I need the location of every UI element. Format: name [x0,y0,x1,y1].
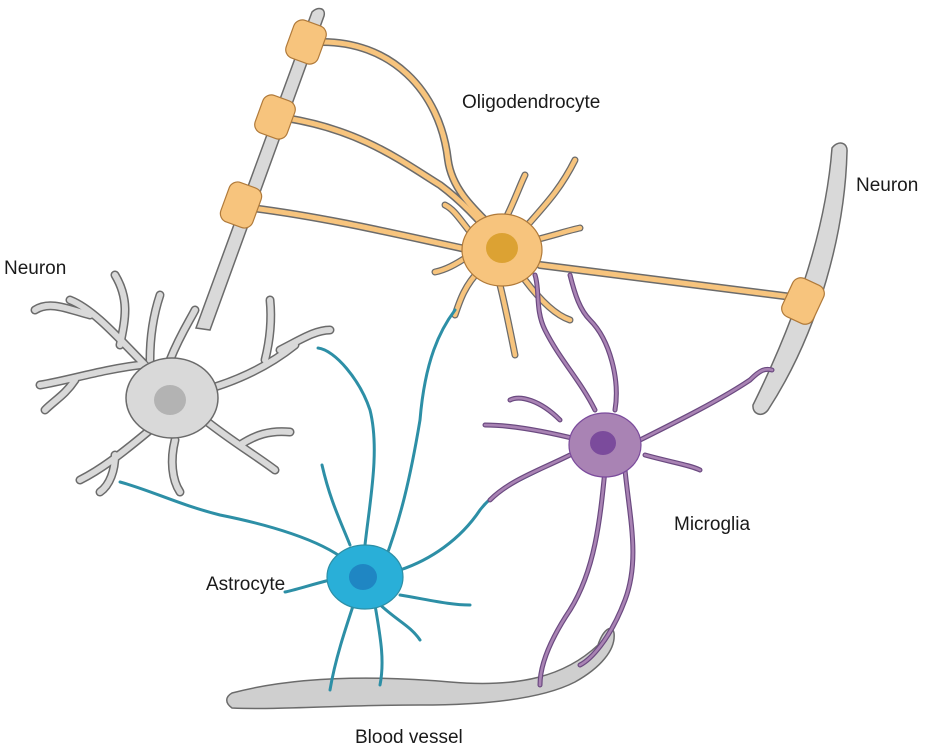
label-oligodendrocyte: Oligodendrocyte [462,92,601,113]
microglia-nucleus [590,431,616,455]
neuron-left [30,270,335,497]
myelin-sheaths [219,19,825,325]
microglia-processes [482,272,775,688]
blood-vessel [226,627,615,710]
neuron-left-nucleus [154,385,186,415]
label-neuron-right: Neuron [856,175,919,196]
label-neuron-left: Neuron [4,258,67,279]
label-astrocyte: Astrocyte [206,574,286,595]
oligodendrocyte-nucleus [486,233,518,263]
astrocyte [326,544,404,610]
label-blood-vessel: Blood vessel [355,727,463,748]
astrocyte-nucleus [349,564,377,590]
label-microglia: Microglia [674,514,751,535]
oligodendrocyte [431,156,584,359]
neuron-left-axon [194,7,326,331]
oligodendrocyte-processes [248,37,804,302]
microglia [568,412,642,478]
